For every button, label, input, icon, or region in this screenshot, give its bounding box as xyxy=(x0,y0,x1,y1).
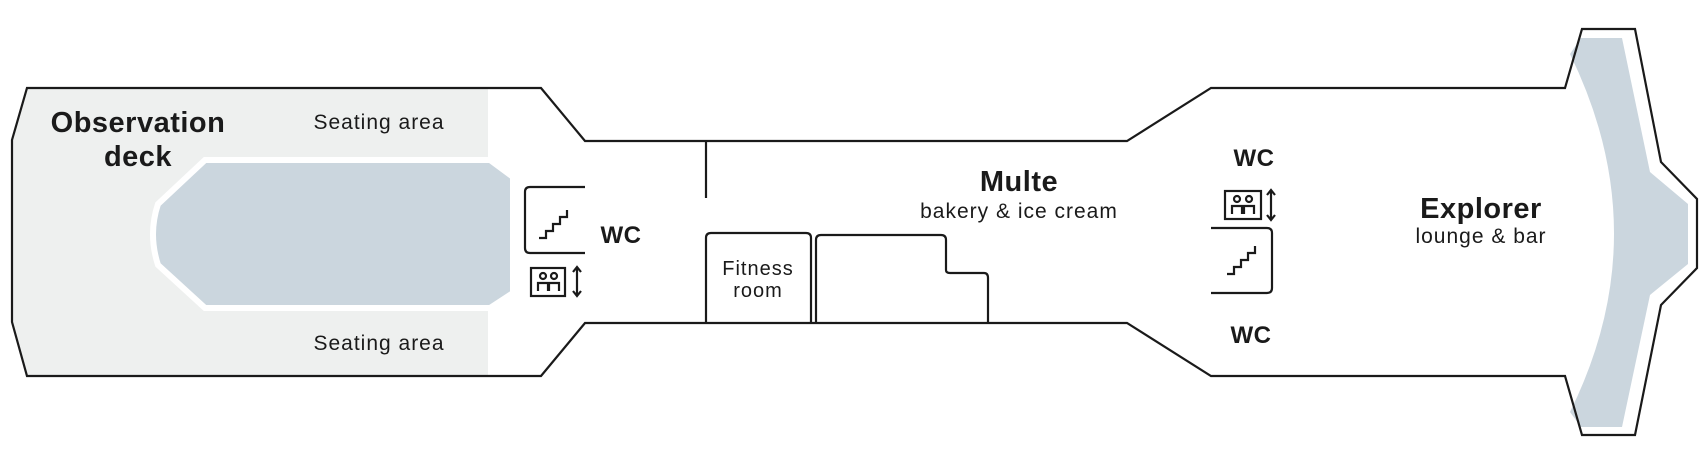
observation-title-line1: Observation xyxy=(51,107,226,139)
multe-counter-walls xyxy=(814,233,990,323)
explorer-blue-zone xyxy=(1570,38,1688,427)
elevator-icon xyxy=(529,265,582,298)
wc-label-right-bottom: WC xyxy=(1231,322,1272,349)
observation-title-line2: deck xyxy=(104,141,172,173)
stairs-icon xyxy=(1227,246,1257,276)
explorer-subtitle: lounge & bar xyxy=(1415,225,1546,248)
left-stairs-box xyxy=(523,185,585,255)
ship-outline xyxy=(10,27,1699,437)
fitness-room-line2: room xyxy=(733,280,783,302)
stairs-icon xyxy=(539,210,569,240)
multe-subtitle: bakery & ice cream xyxy=(920,200,1118,223)
multe-title: Multe xyxy=(980,166,1058,198)
wc-label-left: WC xyxy=(601,222,642,249)
elevator-icon xyxy=(1223,188,1276,222)
seating-area-bottom: Seating area xyxy=(313,332,444,355)
fitness-room-walls xyxy=(704,231,813,323)
explorer-title: Explorer xyxy=(1420,193,1542,225)
seating-area-top: Seating area xyxy=(313,111,444,134)
wc-label-right-top: WC xyxy=(1234,145,1275,172)
fitness-room-line1: Fitness xyxy=(722,258,793,280)
observation-blue-zone xyxy=(150,157,516,311)
right-stairs-box xyxy=(1211,226,1274,295)
